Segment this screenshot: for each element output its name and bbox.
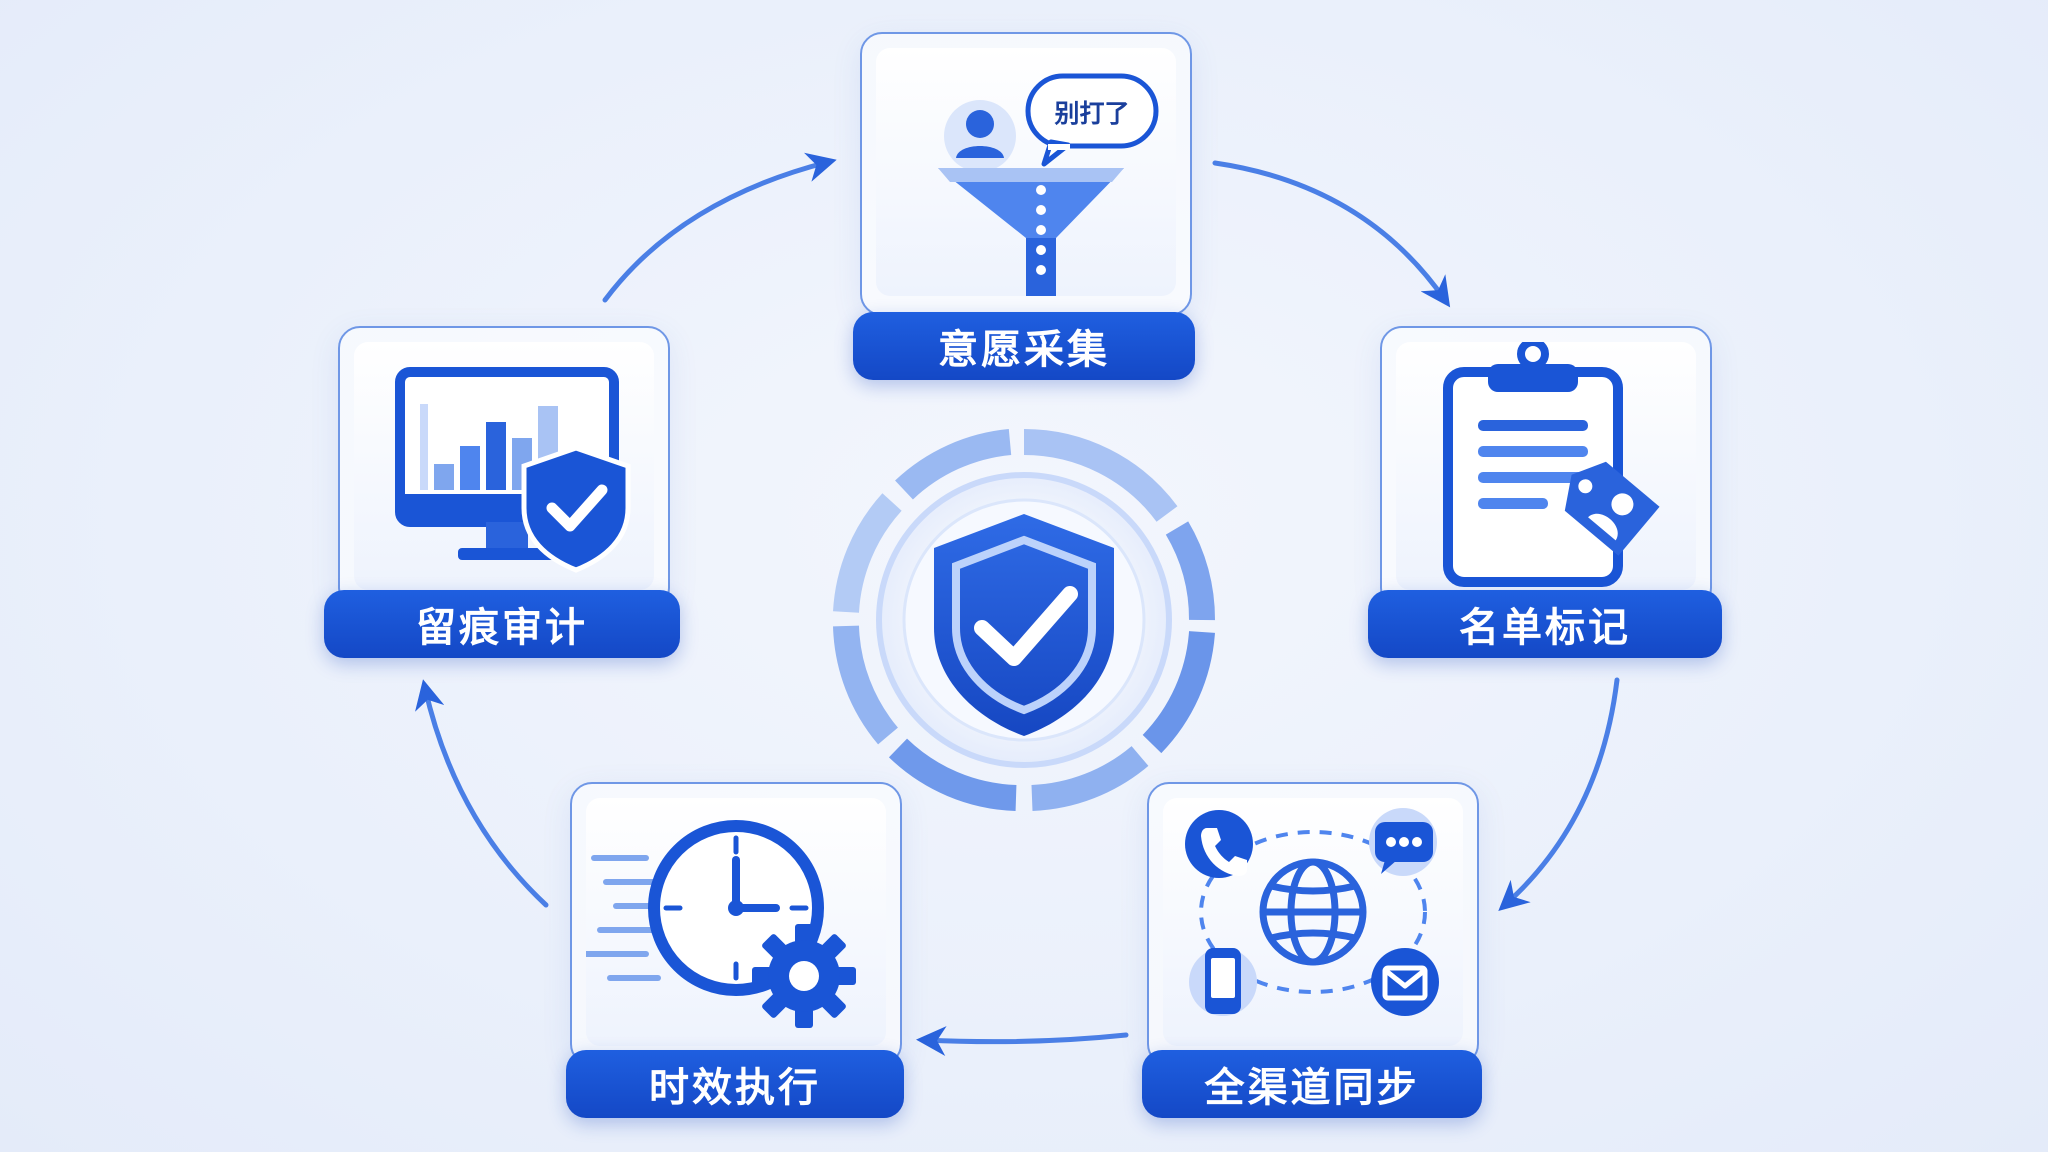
funnel-icon: 别打了 [876, 48, 1176, 296]
step-label-mark: 名单标记 [1368, 590, 1722, 658]
step-label-collect: 意愿采集 [853, 312, 1195, 380]
globe-icon [1259, 858, 1367, 966]
mobile-phone-icon [1189, 948, 1257, 1016]
shield-check-small-icon [521, 445, 631, 573]
arrow-exec-to-audit [415, 679, 549, 908]
arrow-audit-to-collect [602, 152, 837, 303]
card-sync [1147, 782, 1479, 1066]
gear-icon [752, 924, 856, 1028]
omnichannel-globe-icon [1163, 798, 1463, 1046]
card-mark [1380, 326, 1712, 610]
chat-bubble-icon [1369, 808, 1437, 876]
phone-icon [1185, 810, 1253, 878]
clock-gear-icon [586, 798, 886, 1046]
speech-bubble-text: 别打了 [1054, 99, 1130, 128]
step-label-exec: 时效执行 [566, 1050, 904, 1118]
card-collect: 别打了 [860, 32, 1192, 316]
progress-ring [833, 429, 1216, 811]
clipboard-tag-icon [1396, 342, 1696, 590]
arrow-sync-to-exec [916, 1026, 1129, 1056]
mail-icon [1371, 948, 1439, 1016]
step-label-audit: 留痕审计 [324, 590, 680, 658]
bar-chart-icon [420, 404, 558, 490]
card-exec [570, 782, 902, 1066]
shield-check-icon [934, 514, 1114, 736]
card-audit [338, 326, 670, 610]
arrow-mark-to-sync [1498, 677, 1620, 912]
step-label-sync: 全渠道同步 [1142, 1050, 1482, 1118]
arrow-collect-to-mark [1212, 160, 1451, 308]
center-emblem [822, 418, 1226, 822]
monitor-shield-icon [354, 342, 654, 590]
